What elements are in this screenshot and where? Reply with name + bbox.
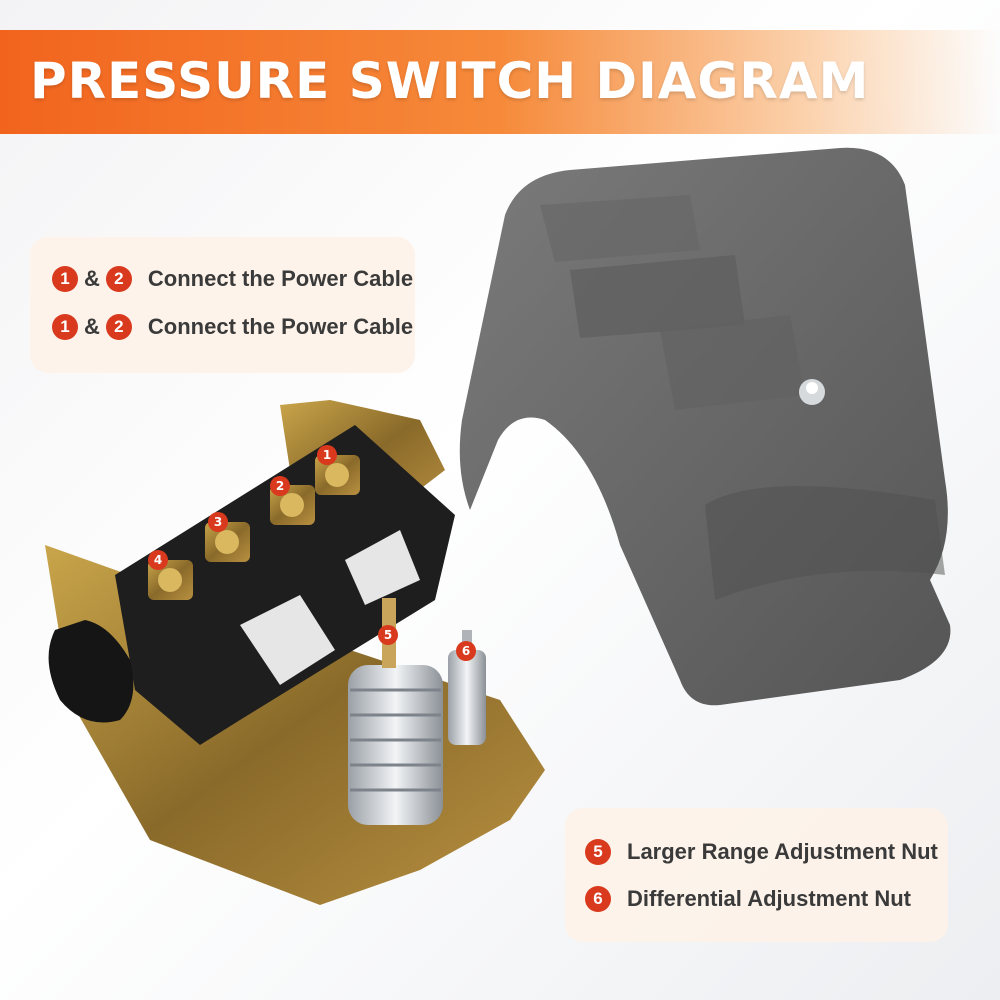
badge-1: 1	[52, 314, 78, 340]
badge-1: 1	[52, 266, 78, 292]
badge-6: 6	[585, 886, 611, 912]
ampersand: &	[84, 266, 100, 291]
badge-2: 2	[105, 266, 132, 292]
adjustment-springs	[348, 598, 486, 825]
marker-6: 6	[456, 641, 476, 661]
label-text: Connect the Power Cable	[147, 266, 414, 291]
switch-cover	[459, 147, 951, 706]
label-row-power-cable: 1 & 2 Connect the Power Cable	[52, 314, 413, 340]
label-row-range-nut: 5 Larger Range Adjustment Nut	[585, 839, 938, 865]
label-row-power-cable: 1 & 2 Connect the Power Cable	[52, 266, 413, 292]
label-text: Connect the Power Cable	[147, 314, 414, 339]
page-title: PRESSURE SWITCH DIAGRAM	[30, 52, 870, 110]
badge-5: 5	[585, 839, 611, 865]
label-text: Differential Adjustment Nut	[627, 886, 911, 911]
marker-2: 2	[270, 476, 290, 496]
title-banner	[0, 30, 1000, 134]
power-cable-label-box	[30, 237, 415, 373]
label-text: Larger Range Adjustment Nut	[627, 839, 938, 864]
marker-3: 3	[208, 512, 228, 532]
adjustment-nut-label-box	[565, 808, 948, 942]
marker-5: 5	[378, 625, 398, 645]
ampersand: &	[84, 314, 100, 339]
marker-1: 1	[317, 445, 337, 465]
badge-2: 2	[105, 314, 132, 340]
label-row-differential-nut: 6 Differential Adjustment Nut	[585, 886, 911, 912]
marker-4: 4	[148, 550, 168, 570]
